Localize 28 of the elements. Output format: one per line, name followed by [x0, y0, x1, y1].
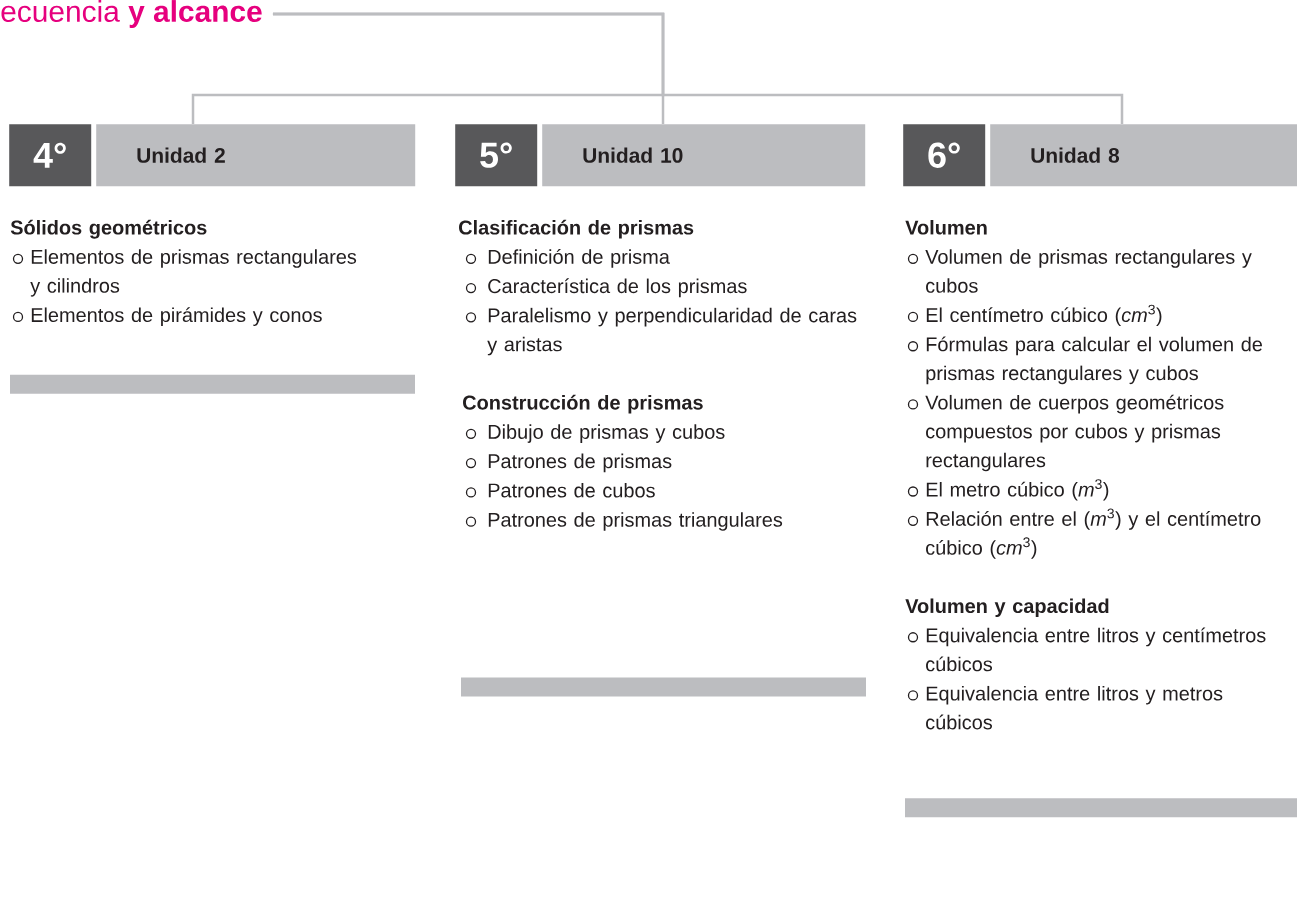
list-item: Relación entre el (m$^{3}$) y el centímetro cúbico (cm$^{3}$)	[926, 508, 1261, 559]
heading: ecuencia y alcance	[1, 0, 262, 28]
list-item: Definición de prisma	[488, 249, 670, 268]
list-item: El centímetro cúbico (cm$^{3}$)	[926, 304, 1162, 326]
list-item: Equivalencia entre litros y centímetros cúbicos	[926, 627, 1266, 672]
list-item: Fórmulas para calcular el volumen de prismas rectangulares y cubos	[926, 336, 1262, 385]
list-item: Equivalencia entre litros y metros cúbicos	[926, 685, 1223, 730]
list-item: Dibujo de prismas y cubos	[488, 424, 725, 443]
list-item: Elementos de pirámides y conos	[31, 307, 322, 326]
grade-badge: 5°	[455, 124, 538, 187]
connector-line	[272, 12, 1124, 124]
list-item: Elementos de prismas rectangulares y cilindros	[30, 249, 357, 297]
grade-badge: 4°	[9, 124, 92, 187]
unit-header: Unidad 8	[990, 124, 1297, 187]
list-item: Característica de los prismas	[488, 278, 747, 298]
list-item: Paralelismo y perpendicularidad de caras y aristas	[487, 307, 857, 356]
section-heading: Sólidos geométricos	[10, 219, 207, 239]
section-heading: Volumen y capacidad	[905, 598, 1109, 618]
list-item: Patrones de prismas	[488, 453, 672, 473]
list-item: El metro cúbico (m$^{3}$)	[926, 479, 1109, 501]
unit-header: Unidad 10	[542, 124, 866, 187]
list-item: Patrones de prismas triangulares	[488, 512, 783, 531]
list-item: Patrones de cubos	[488, 482, 655, 498]
section-heading: Volumen	[905, 219, 987, 235]
section-heading: Construcción de prismas	[463, 394, 703, 414]
unit-header: Unidad 2	[96, 124, 416, 187]
section-heading: Clasificación de prismas	[459, 219, 694, 239]
grade-badge: 6°	[903, 124, 986, 187]
